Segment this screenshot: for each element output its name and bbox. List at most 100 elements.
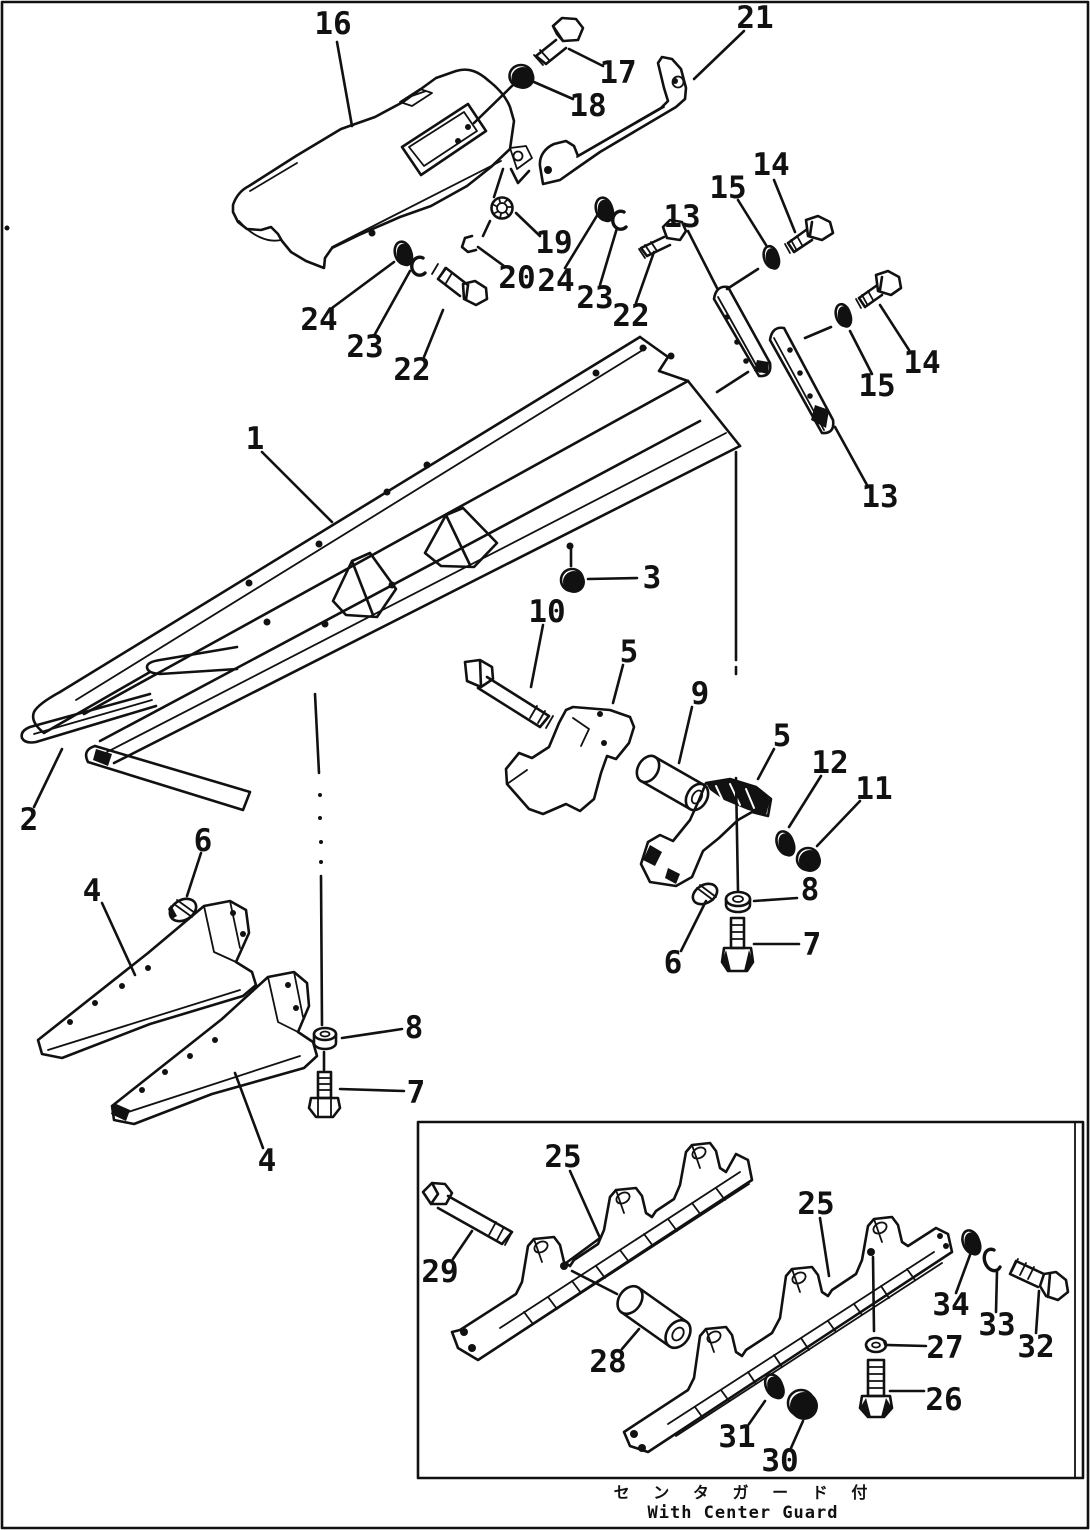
callout-leader bbox=[692, 29, 746, 81]
projection-line bbox=[715, 370, 750, 394]
callout-leader bbox=[422, 308, 445, 359]
caption-japanese: セ ン タ ガ ー ド 付 bbox=[614, 1483, 875, 1502]
hole-dot bbox=[4, 225, 10, 231]
part-nut-30 bbox=[786, 1388, 818, 1420]
projection-line bbox=[734, 776, 740, 893]
hole-dot bbox=[787, 347, 793, 353]
hole-dot bbox=[937, 1233, 943, 1239]
part-track-frame bbox=[31, 335, 742, 812]
callout-number-27: 27 bbox=[926, 1330, 963, 1366]
part-washer-15-b bbox=[834, 302, 853, 328]
projection-lines bbox=[313, 83, 876, 1333]
part-washer-31 bbox=[763, 1373, 785, 1400]
callout-number-4: 4 bbox=[258, 1143, 277, 1179]
callout-leader bbox=[100, 901, 137, 977]
callout-number-14: 14 bbox=[903, 345, 940, 381]
callout-number-6: 6 bbox=[664, 945, 683, 981]
callout-leader bbox=[756, 747, 776, 781]
hole-dot bbox=[743, 358, 749, 364]
projection-line bbox=[871, 1255, 876, 1333]
hole-dot bbox=[212, 1037, 218, 1043]
callout-number-3: 3 bbox=[643, 560, 662, 596]
hole-dot bbox=[245, 579, 253, 587]
hole-dot bbox=[667, 352, 675, 360]
callout-number-21: 21 bbox=[736, 0, 773, 36]
part-clip-23-right bbox=[611, 209, 628, 231]
hole-dot bbox=[815, 409, 821, 415]
hole-dot bbox=[601, 740, 607, 746]
callout-leader bbox=[833, 425, 869, 487]
callout-leader bbox=[340, 1027, 404, 1040]
callout-number-13: 13 bbox=[663, 199, 700, 235]
hole-dot bbox=[734, 339, 740, 345]
inset-box bbox=[416, 1120, 1085, 1480]
callout-leader bbox=[954, 1253, 972, 1295]
callout-number-17: 17 bbox=[599, 55, 636, 91]
hole-dot bbox=[460, 1328, 468, 1336]
projection-line bbox=[472, 83, 515, 125]
callout-leader bbox=[563, 212, 600, 270]
hole-dot bbox=[630, 1430, 638, 1438]
part-washer-18 bbox=[508, 63, 535, 89]
callout-number-25: 25 bbox=[797, 1186, 834, 1222]
hole-dot bbox=[67, 1019, 73, 1025]
callout-leader bbox=[338, 1087, 406, 1093]
callout-number-23: 23 bbox=[346, 329, 383, 365]
callout-number-9: 9 bbox=[691, 676, 710, 712]
part-washer-15-a bbox=[762, 244, 781, 270]
callout-number-33: 33 bbox=[978, 1307, 1015, 1343]
callout-leader bbox=[373, 269, 412, 336]
part-nut-19 bbox=[490, 196, 514, 220]
part-bracket-5-b bbox=[639, 777, 773, 888]
part-bolt-17 bbox=[533, 16, 585, 66]
callout-leader bbox=[818, 1216, 831, 1278]
callout-number-13: 13 bbox=[861, 479, 898, 515]
callout-leader bbox=[330, 260, 396, 310]
callout-number-1: 1 bbox=[246, 421, 265, 457]
part-pin-20 bbox=[460, 234, 478, 254]
callout-leader bbox=[611, 663, 625, 705]
part-bolt-7-left bbox=[307, 1070, 342, 1119]
hole-dot bbox=[230, 910, 236, 916]
part-guard-plate-4-b bbox=[110, 970, 319, 1126]
part-washer-24-left bbox=[393, 240, 414, 267]
hole-dot bbox=[638, 1444, 646, 1452]
callout-number-18: 18 bbox=[569, 88, 606, 124]
callout-leader bbox=[634, 250, 656, 305]
hole-dot bbox=[119, 983, 125, 989]
part-cover-16 bbox=[231, 68, 533, 270]
callout-leader bbox=[620, 1327, 641, 1351]
hole-dot bbox=[92, 1000, 98, 1006]
callout-number-12: 12 bbox=[811, 745, 848, 781]
projection-line bbox=[570, 1269, 619, 1296]
hole-dot bbox=[285, 982, 291, 988]
part-guard-rail-25-b bbox=[622, 1215, 954, 1454]
part-bolt-7-right bbox=[720, 916, 755, 973]
hole-dot bbox=[867, 1248, 875, 1256]
hole-dot bbox=[319, 860, 323, 864]
part-bracket-strap-21 bbox=[538, 55, 688, 186]
projection-line bbox=[509, 167, 531, 185]
part-snap-ring-33 bbox=[982, 1247, 1002, 1273]
part-bracket-5-a bbox=[504, 705, 636, 816]
callout-leader bbox=[598, 226, 619, 287]
callout-number-14: 14 bbox=[752, 147, 789, 183]
callout-number-32: 32 bbox=[1017, 1329, 1054, 1365]
callout-number-7: 7 bbox=[407, 1075, 426, 1111]
hole-dot bbox=[943, 1243, 949, 1249]
part-plug-6-left bbox=[168, 897, 198, 923]
callout-number-34: 34 bbox=[932, 1287, 969, 1323]
callout-leader bbox=[586, 576, 639, 581]
part-nut-11 bbox=[795, 846, 821, 872]
callout-number-22: 22 bbox=[612, 298, 649, 334]
callout-number-10: 10 bbox=[528, 594, 565, 630]
callout-leader bbox=[747, 1399, 767, 1426]
hole-dot bbox=[319, 840, 323, 844]
part-plate-13-a bbox=[712, 285, 772, 378]
hole-dot bbox=[544, 166, 552, 174]
part-pin-9 bbox=[635, 754, 710, 812]
callout-leader bbox=[679, 899, 708, 953]
projection-line bbox=[319, 874, 324, 1027]
projection-line bbox=[313, 692, 321, 775]
